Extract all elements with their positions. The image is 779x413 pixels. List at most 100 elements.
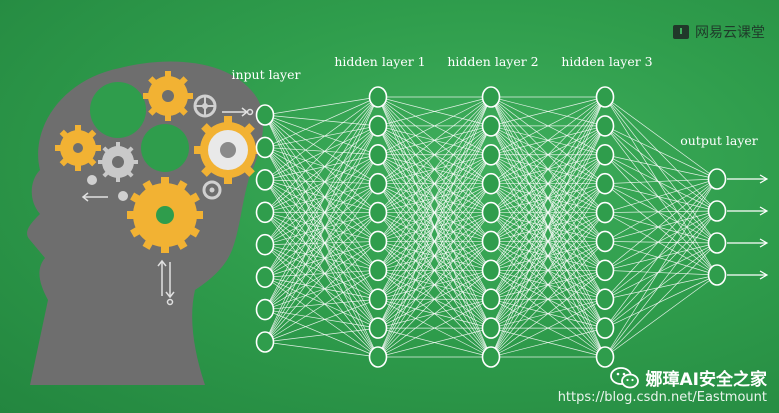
connection-line bbox=[264, 154, 379, 343]
connection-line bbox=[264, 276, 379, 329]
connection-line bbox=[377, 154, 492, 358]
connection-line bbox=[264, 212, 379, 310]
connection-line bbox=[264, 241, 379, 278]
connection-line bbox=[264, 244, 379, 358]
connection-line bbox=[264, 298, 379, 310]
connection-line bbox=[604, 241, 718, 276]
connection-line bbox=[490, 96, 606, 242]
neuron-node bbox=[368, 201, 388, 224]
gear-icon bbox=[194, 116, 262, 184]
connection-line bbox=[604, 96, 718, 244]
connection-line bbox=[264, 154, 379, 213]
connection-line bbox=[604, 125, 718, 180]
connection-line bbox=[264, 125, 379, 278]
connection-line bbox=[264, 298, 379, 343]
neuron-node bbox=[368, 172, 388, 195]
connection-line bbox=[264, 212, 379, 278]
neuron-node bbox=[481, 115, 501, 137]
neuron-node bbox=[595, 115, 615, 137]
connection-line bbox=[264, 125, 379, 310]
connection-line bbox=[264, 179, 379, 213]
connection-line bbox=[377, 298, 492, 358]
connection-line bbox=[604, 210, 718, 271]
neuron-node bbox=[255, 331, 275, 353]
connection-line bbox=[264, 179, 379, 271]
connection-line bbox=[264, 96, 379, 310]
connection-line bbox=[604, 242, 718, 329]
arrow-head bbox=[759, 174, 769, 184]
connection-line bbox=[604, 212, 718, 244]
connection-line bbox=[604, 96, 718, 212]
connection-line bbox=[264, 125, 379, 343]
gear-hole bbox=[141, 124, 189, 172]
connection-line bbox=[264, 96, 379, 181]
gear-icon bbox=[118, 191, 128, 201]
gear-hole bbox=[90, 82, 146, 138]
neuron-node bbox=[481, 201, 501, 224]
connection-line bbox=[604, 178, 718, 242]
neuron-node bbox=[707, 168, 727, 190]
connection-line bbox=[264, 183, 379, 343]
connection-line bbox=[604, 242, 718, 358]
connection-line bbox=[604, 125, 718, 244]
neuron-node bbox=[707, 232, 727, 254]
connection-line bbox=[490, 96, 606, 127]
connection-line bbox=[264, 114, 379, 271]
connection-line bbox=[264, 114, 379, 358]
connection-line bbox=[490, 96, 606, 184]
connection-line bbox=[604, 242, 718, 300]
neuron-node bbox=[707, 200, 727, 222]
head-with-gears-icon bbox=[27, 61, 264, 386]
connection-line bbox=[264, 270, 379, 343]
connection-line bbox=[490, 212, 606, 358]
neuron-node bbox=[595, 346, 615, 368]
connection-line bbox=[264, 244, 379, 300]
neuron-node bbox=[368, 259, 388, 282]
connection-line bbox=[377, 96, 492, 329]
connection-line bbox=[604, 178, 718, 329]
connection-line bbox=[264, 212, 379, 358]
output-arrows bbox=[727, 174, 769, 280]
connection-line bbox=[264, 179, 379, 242]
wechat-icon bbox=[609, 366, 639, 388]
neuron-node bbox=[481, 346, 501, 368]
connection-line bbox=[264, 154, 379, 181]
connection-line bbox=[264, 96, 379, 213]
connection-line bbox=[377, 96, 492, 300]
connection-line bbox=[604, 210, 718, 213]
connection-line bbox=[604, 183, 718, 244]
connection-line bbox=[264, 154, 379, 278]
connection-line bbox=[264, 309, 379, 358]
book-logo-icon bbox=[673, 25, 689, 39]
connection-line bbox=[604, 96, 718, 276]
neuron-node bbox=[595, 86, 615, 108]
connection-line bbox=[604, 269, 718, 276]
connection-line bbox=[264, 154, 379, 245]
neuron-node bbox=[255, 104, 275, 126]
neuron-node bbox=[368, 346, 388, 368]
connection-line bbox=[377, 96, 492, 184]
arrow-head bbox=[759, 206, 769, 216]
connection-line bbox=[377, 270, 492, 358]
connection-line bbox=[264, 241, 379, 246]
layer-label: output layer bbox=[680, 133, 758, 148]
connection-line bbox=[264, 96, 379, 245]
connection-line bbox=[264, 241, 379, 310]
connection-line bbox=[604, 210, 718, 242]
connection-line bbox=[264, 179, 379, 185]
connection-line bbox=[377, 96, 492, 156]
connection-line bbox=[264, 183, 379, 310]
connection-line bbox=[264, 125, 379, 181]
layer-label: input layer bbox=[232, 67, 301, 82]
connection-line bbox=[264, 241, 379, 343]
connection-line bbox=[604, 210, 718, 358]
connection-line bbox=[604, 212, 718, 276]
connection-line bbox=[490, 96, 606, 271]
connection-line bbox=[490, 270, 606, 358]
connection-line bbox=[264, 212, 379, 300]
connection-line bbox=[377, 96, 492, 127]
connection-line bbox=[264, 327, 379, 343]
network-nodes bbox=[255, 86, 727, 368]
connection-line bbox=[604, 183, 718, 212]
